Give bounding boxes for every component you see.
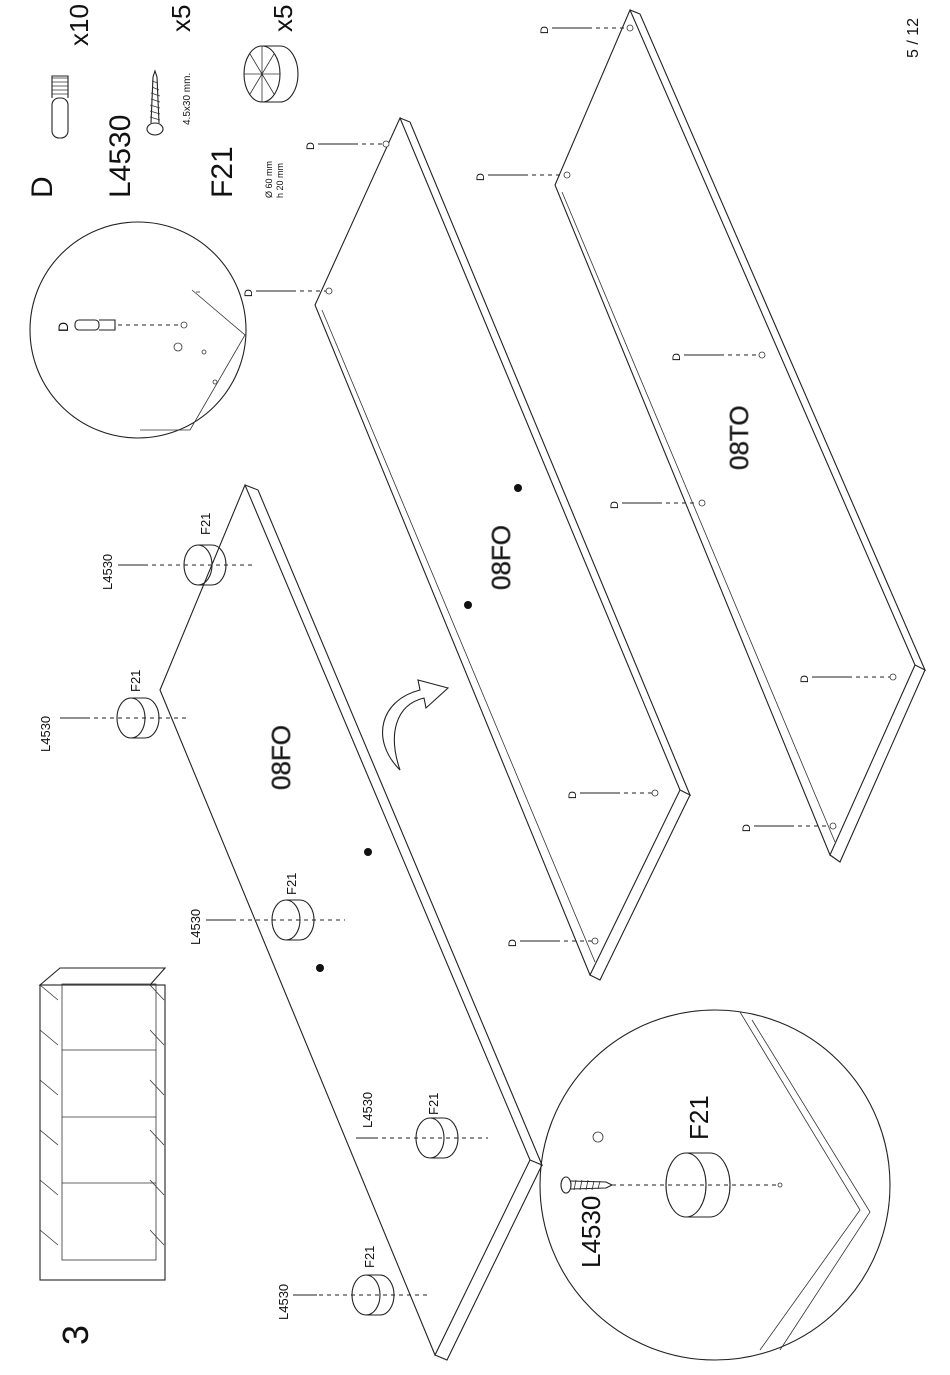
dowel-marker: D <box>507 938 598 947</box>
dowel-label: D <box>243 289 255 297</box>
dowel-icon <box>75 320 115 330</box>
foot-assembly: L4530 F21 <box>38 670 190 752</box>
parts-list-item-screw: L4530 4.5x30 mm. x5 <box>104 5 196 198</box>
parts-list-item-foot: F21 Ø 60 mm h 20 mm x5 <box>206 5 298 198</box>
dowel-marker: D <box>741 823 836 832</box>
foot-label: F21 <box>284 873 299 895</box>
flip-arrow-icon <box>383 680 448 770</box>
dowel-marker: D <box>305 141 389 150</box>
dowel-label: D <box>567 791 579 799</box>
dowel-markers: D D D D D D D <box>243 25 896 947</box>
dowel-marker: D <box>539 25 633 34</box>
screw-label: L4530 <box>360 1092 375 1128</box>
foot-label: F21 <box>128 670 143 692</box>
foot-diameter-note: Ø 60 mm <box>264 161 274 198</box>
foot-label: F21 <box>198 513 213 535</box>
screw-icon <box>147 71 163 135</box>
dowel-quantity: x10 <box>64 4 94 46</box>
screw-label: L4530 <box>100 554 115 590</box>
foot-assembly: L4530 F21 <box>188 873 345 945</box>
dowel-code: D <box>26 176 59 198</box>
dowel-label: D <box>799 675 811 683</box>
panel-bottom-label: 08TO <box>724 405 754 470</box>
dowel-marker: D <box>799 674 896 683</box>
panel-top-label: 08FO <box>266 725 296 790</box>
foot-label: F21 <box>362 1246 377 1268</box>
foot-icon <box>244 46 298 102</box>
dowel-detail-code: D <box>55 322 71 332</box>
panel-top-with-feet: 08FO L4530 F21 L4530 F21 L4530 F21 <box>38 485 542 1360</box>
screw-label: L4530 <box>276 1284 291 1320</box>
foot-detail-callout: L4530 F21 <box>540 1010 890 1360</box>
foot-code: F21 <box>206 146 239 198</box>
screw-label: L4530 <box>38 716 53 752</box>
screw-quantity: x5 <box>166 5 196 32</box>
screw-label: L4530 <box>188 909 203 945</box>
foot-label: F21 <box>426 1093 441 1115</box>
page-indicator: 5 / 12 <box>905 18 922 58</box>
dowel-marker: D <box>671 352 765 361</box>
screw-icon <box>561 1177 612 1193</box>
parts-list-item-dowel: D x10 <box>26 4 94 198</box>
dowel-marker: D <box>567 790 658 799</box>
foot-detail-foot-label: F21 <box>684 1095 714 1140</box>
dowel-label: D <box>609 501 621 509</box>
dowel-detail-callout: D <box>30 222 246 438</box>
dowel-marker: D <box>475 172 570 181</box>
dowel-label: D <box>507 939 519 947</box>
dowel-marker: D <box>609 500 705 509</box>
dowel-label: D <box>741 824 753 832</box>
screw-code: L4530 <box>104 115 137 198</box>
dowel-label: D <box>305 142 317 150</box>
panel-middle-label: 08FO <box>486 525 516 590</box>
screw-size-note: 4.5x30 mm. <box>182 73 193 125</box>
dowel-label: D <box>475 173 487 181</box>
panel-bottom-with-dowels: 08TO <box>555 10 925 862</box>
parts-list: D x10 L4530 4.5x30 mm. x5 F21 Ø 60 mm h … <box>26 4 298 198</box>
dowel-label: D <box>539 26 551 34</box>
foot-assembly: L4530 F21 <box>276 1246 430 1320</box>
step-number: 3 <box>55 1325 96 1345</box>
finished-cabinet-thumbnail <box>40 968 165 1280</box>
foot-detail-screw-label: L4530 <box>576 1196 606 1268</box>
dowel-icon <box>52 76 68 138</box>
foot-assembly: L4530 F21 <box>356 1092 488 1158</box>
foot-height-note: h 20 mm <box>275 163 285 198</box>
dowel-label: D <box>671 353 683 361</box>
foot-quantity: x5 <box>268 5 298 32</box>
